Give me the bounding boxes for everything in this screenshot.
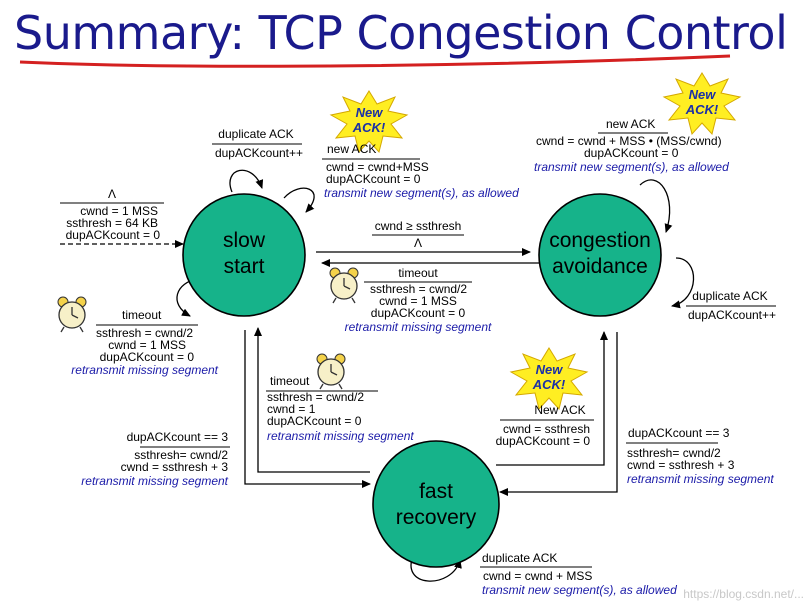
- svg-text:dupACKcount = 0: dupACKcount = 0: [267, 414, 362, 428]
- svg-text:ssthresh= cwnd/2: ssthresh= cwnd/2: [627, 446, 721, 460]
- svg-text:cwnd ≥ ssthresh: cwnd ≥ ssthresh: [375, 219, 462, 233]
- label-ca-dup: duplicate ACK dupACKcount++: [686, 289, 776, 322]
- svg-text:Λ: Λ: [414, 236, 422, 250]
- state-label-line1: fast: [419, 480, 453, 503]
- label-ca-newack: new ACK cwnd = cwnd + MSS • (MSS/cwnd) d…: [534, 117, 729, 174]
- ca-newack-loop: [639, 179, 673, 233]
- svg-text:ssthresh = cwnd/2: ssthresh = cwnd/2: [267, 390, 364, 404]
- state-label-line1: congestion: [549, 229, 651, 252]
- svg-text:duplicate ACK: duplicate ACK: [218, 127, 293, 141]
- svg-text:cwnd = 1 MSS: cwnd = 1 MSS: [80, 204, 158, 218]
- svg-text:dupACKcount = 0: dupACKcount = 0: [66, 228, 161, 242]
- label-ss-timeout: timeout ssthresh = cwnd/2 cwnd = 1 MSS d…: [71, 308, 218, 377]
- fr-to-ss-arrow: [254, 327, 370, 473]
- label-ss-newack: new ACK cwnd = cwnd+MSS dupACKcount = 0 …: [322, 142, 519, 200]
- svg-text:ssthresh= cwnd/2: ssthresh= cwnd/2: [134, 448, 228, 462]
- svg-text:dupACKcount = 0: dupACKcount = 0: [371, 306, 466, 320]
- svg-text:New: New: [689, 87, 717, 102]
- fr-to-ca-arrow: [496, 331, 608, 466]
- state-fast-recovery: fast recovery: [372, 440, 500, 568]
- svg-text:timeout: timeout: [270, 374, 310, 388]
- svg-text:dupACKcount++: dupACKcount++: [215, 146, 303, 160]
- svg-text:retransmit missing segment: retransmit missing segment: [71, 363, 218, 377]
- alarm-clock-icon: [57, 296, 87, 333]
- svg-text:transmit new segment(s), as al: transmit new segment(s), as allowed: [324, 186, 519, 200]
- svg-text:timeout: timeout: [398, 266, 438, 280]
- svg-text:new ACK: new ACK: [327, 142, 376, 156]
- svg-text:dupACKcount = 0: dupACKcount = 0: [100, 350, 195, 364]
- svg-text:transmit new segment(s), as al: transmit new segment(s), as allowed: [534, 160, 729, 174]
- label-ca-timeout: timeout ssthresh = cwnd/2 cwnd = 1 MSS d…: [345, 266, 492, 334]
- svg-text:cwnd = ssthresh: cwnd = ssthresh: [503, 422, 590, 436]
- state-label-line1: slow: [223, 229, 266, 252]
- svg-text:New ACK: New ACK: [534, 403, 585, 417]
- svg-text:New: New: [536, 362, 564, 377]
- svg-text:cwnd = ssthresh + 3: cwnd = ssthresh + 3: [627, 458, 735, 472]
- ss-newack-loop: [283, 187, 315, 213]
- svg-text:cwnd = 1 MSS: cwnd = 1 MSS: [108, 338, 186, 352]
- state-label-line2: avoidance: [552, 255, 648, 278]
- svg-text:duplicate ACK: duplicate ACK: [692, 289, 767, 303]
- label-fr-newack: New ACK cwnd = ssthresh dupACKcount = 0: [496, 403, 594, 448]
- svg-text:duplicate ACK: duplicate ACK: [482, 551, 557, 565]
- svg-text:dupACKcount == 3: dupACKcount == 3: [628, 426, 730, 440]
- label-ss-to-fr: dupACKcount == 3 ssthresh= cwnd/2 cwnd =…: [81, 430, 230, 488]
- svg-text:ACK!: ACK!: [352, 120, 386, 135]
- svg-text:ssthresh = cwnd/2: ssthresh = cwnd/2: [96, 326, 193, 340]
- state-slow-start: slow start: [182, 193, 306, 317]
- svg-text:ssthresh = cwnd/2: ssthresh = cwnd/2: [370, 282, 467, 296]
- alarm-clock-icon: [329, 267, 359, 304]
- svg-text:transmit new segment(s), as al: transmit new segment(s), as allowed: [482, 583, 677, 597]
- state-congestion-avoidance: congestion avoidance: [538, 193, 662, 317]
- svg-text:ACK!: ACK!: [532, 377, 566, 392]
- page-title: Summary: TCP Congestion Control: [14, 6, 788, 60]
- svg-text:cwnd = 1: cwnd = 1: [267, 402, 316, 416]
- new-ack-burst-icon: New ACK!: [509, 347, 589, 411]
- svg-text:retransmit missing segment: retransmit missing segment: [81, 474, 228, 488]
- label-ca-to-fr: dupACKcount == 3 ssthresh= cwnd/2 cwnd =…: [626, 426, 774, 486]
- svg-text:dupACKcount == 3: dupACKcount == 3: [127, 430, 229, 444]
- title-underline: [19, 54, 731, 68]
- svg-text:timeout: timeout: [122, 308, 162, 322]
- label-ss-dup: duplicate ACK dupACKcount++: [212, 127, 303, 160]
- label-fr-dup: duplicate ACK cwnd = cwnd + MSS transmit…: [480, 551, 677, 597]
- svg-text:dupACKcount = 0: dupACKcount = 0: [496, 434, 591, 448]
- svg-text:dupACKcount++: dupACKcount++: [688, 308, 776, 322]
- state-label-line2: start: [224, 255, 265, 278]
- ca-dup-loop: [671, 257, 695, 309]
- ss-to-fr-arrow: [244, 330, 371, 488]
- new-ack-burst-icon: New ACK!: [662, 72, 742, 136]
- svg-text:retransmit missing segment: retransmit missing segment: [627, 472, 774, 486]
- svg-text:retransmit missing segment: retransmit missing segment: [345, 320, 492, 334]
- alarm-clock-icon: [316, 353, 346, 390]
- svg-text:New: New: [356, 105, 384, 120]
- state-label-line2: recovery: [396, 506, 477, 529]
- svg-text:new ACK: new ACK: [606, 117, 655, 131]
- svg-text:dupACKcount = 0: dupACKcount = 0: [326, 172, 421, 186]
- watermark: https://blog.csdn.net/...: [683, 587, 804, 601]
- svg-text:cwnd = ssthresh + 3: cwnd = ssthresh + 3: [121, 460, 229, 474]
- label-init: Λ cwnd = 1 MSS ssthresh = 64 KB dupACKco…: [60, 187, 164, 242]
- svg-text:Λ: Λ: [108, 187, 116, 201]
- svg-text:dupACKcount = 0: dupACKcount = 0: [584, 146, 679, 160]
- ss-dup-loop: [229, 169, 264, 193]
- ca-to-fr-arrow: [499, 332, 618, 496]
- label-fr-timeout: timeout ssthresh = cwnd/2 cwnd = 1 dupAC…: [266, 374, 414, 443]
- svg-text:cwnd = cwnd + MSS: cwnd = cwnd + MSS: [483, 569, 592, 583]
- svg-text:cwnd = cwnd+MSS: cwnd = cwnd+MSS: [326, 160, 429, 174]
- svg-text:ssthresh = 64 KB: ssthresh = 64 KB: [66, 216, 158, 230]
- svg-text:cwnd = 1 MSS: cwnd = 1 MSS: [379, 294, 457, 308]
- label-ss-to-ca: cwnd ≥ ssthresh Λ: [372, 219, 464, 250]
- svg-text:ACK!: ACK!: [685, 102, 719, 117]
- svg-text:retransmit missing segment: retransmit missing segment: [267, 429, 414, 443]
- svg-text:cwnd = cwnd + MSS • (MSS/cwnd): cwnd = cwnd + MSS • (MSS/cwnd): [536, 134, 722, 148]
- new-ack-burst-icon: New ACK!: [329, 90, 409, 154]
- fr-dup-loop: [410, 553, 462, 582]
